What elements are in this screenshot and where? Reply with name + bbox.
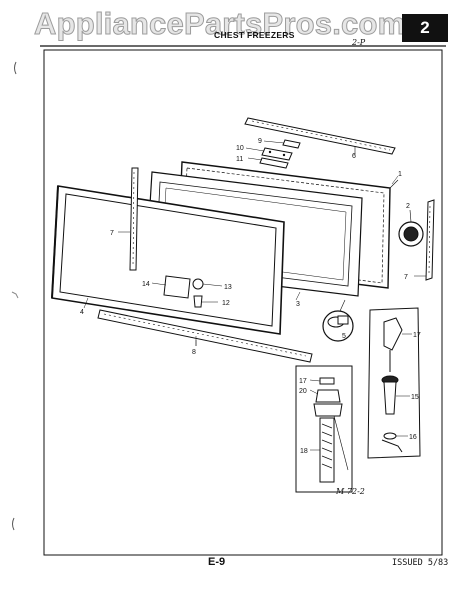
- callout-7-right: 7: [404, 274, 408, 281]
- issued-date: ISSUED 5/83: [392, 558, 449, 568]
- part-5-plug: [322, 299, 354, 342]
- callout-15: 15: [411, 394, 419, 401]
- part-2-round-cap: [398, 209, 424, 247]
- callout-4: 4: [80, 309, 84, 316]
- callout-18: 18: [300, 448, 308, 455]
- diagram-border: [43, 49, 443, 556]
- inset-thermostat-assembly: [295, 365, 353, 493]
- leader-lines: [83, 175, 426, 346]
- callout-8: 8: [192, 349, 196, 356]
- callout-11: 11: [236, 156, 243, 163]
- callout-17-left: 17: [299, 378, 307, 385]
- callout-2: 2: [406, 203, 410, 210]
- callout-12: 12: [222, 300, 230, 307]
- margin-mark: [12, 517, 15, 531]
- part-7-right-strip: [425, 199, 435, 281]
- callout-10: 10: [236, 145, 244, 152]
- callout-16: 16: [409, 434, 417, 441]
- callout-14: 14: [142, 281, 150, 288]
- callout-3: 3: [296, 301, 300, 308]
- part-4-gasket-frame: [51, 185, 285, 335]
- callout-13: 13: [224, 284, 232, 291]
- section-number: 2: [420, 18, 430, 37]
- parts-9-10-11-hardware: [245, 139, 301, 169]
- callout-17-right: 17: [413, 332, 421, 339]
- watermark: AppliancePartsPros.com: [33, 6, 406, 42]
- callout-1: 1: [398, 171, 402, 178]
- margin-mark: [11, 291, 19, 299]
- callout-9: 9: [258, 138, 262, 145]
- callout-7-left: 7: [110, 230, 114, 237]
- page-title: CHEST FREEZERS: [214, 30, 295, 40]
- callout-6: 6: [352, 153, 356, 160]
- callout-labels: 1 2 3 4 5 6 7 7 8 9 10 11 12 13 14 15 16…: [80, 138, 421, 455]
- model-code: M-72-2: [336, 487, 365, 496]
- part-7-left-strip: [129, 167, 139, 271]
- section-number-box: 2: [402, 14, 448, 42]
- page-number: E-9: [208, 556, 226, 568]
- callout-5: 5: [342, 333, 346, 340]
- margin-mark: [14, 61, 17, 75]
- inset-lock-cylinder: [367, 307, 421, 459]
- parts-12-13-14-lock-hardware: [151, 275, 223, 308]
- part-6-top-strip: [244, 117, 396, 155]
- handwritten-note: 2-P: [352, 38, 366, 47]
- callout-20: 20: [299, 388, 307, 395]
